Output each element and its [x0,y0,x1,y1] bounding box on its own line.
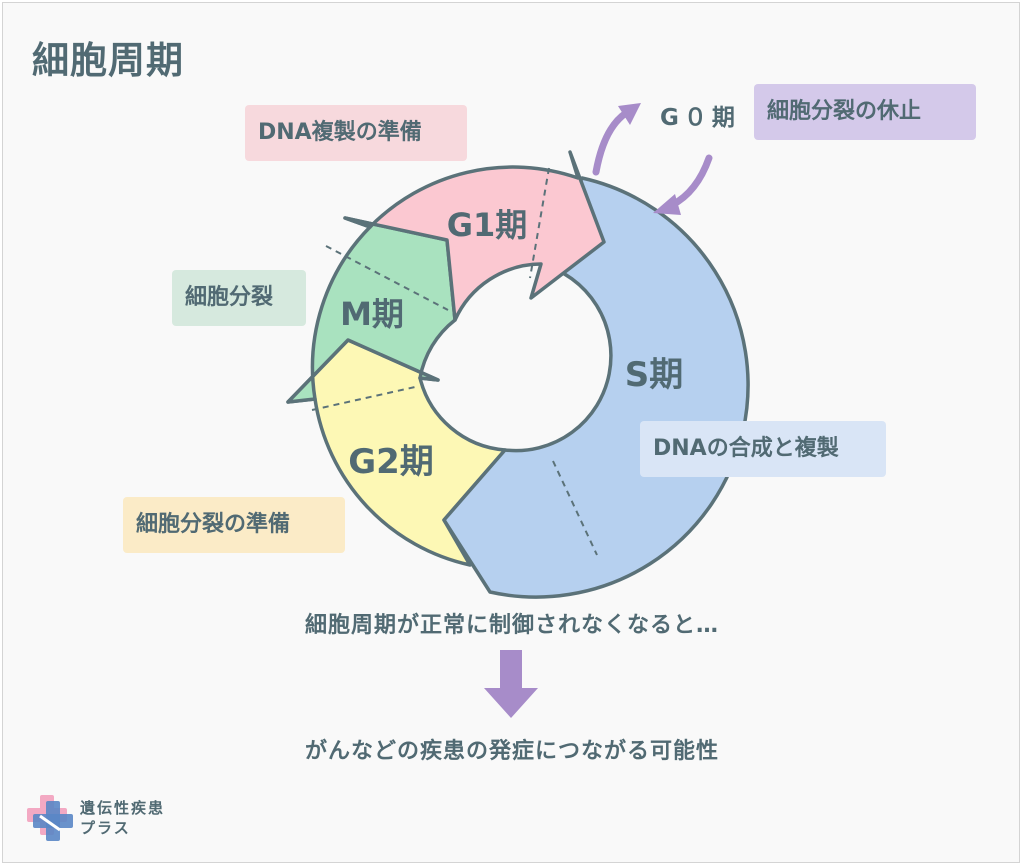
rest-tag: 細胞分裂の休止 [754,84,976,140]
g0-label: G０期 [660,105,740,131]
page-title: 細胞周期 [32,39,184,82]
s-segment [442,176,750,599]
logo-text-line2: プラス [80,819,131,837]
g0-return-arrowhead [653,194,681,215]
g1-label: G1期 [447,206,528,244]
g0-exit-arrow [592,109,630,176]
divider-g1-s [529,167,550,279]
mitosis-tag: 細胞分裂 [172,270,306,326]
logo-text-line1: 遺伝性疾患 [80,799,166,817]
g0-return-arrow [668,154,713,209]
s-label: S期 [625,355,684,395]
g2-label: G2期 [348,442,434,482]
dna-prep-tag: DNA複製の準備 [245,105,467,161]
logo-icon [27,795,73,841]
m-label: M期 [340,295,404,333]
consequence-text-1: 細胞周期が正常に制御されなくなると… [304,613,719,638]
g1-segment [343,150,606,322]
division-prep-tag: 細胞分裂の準備 [123,497,345,553]
consequence-text-2: がんなどの疾患の発症につながる可能性 [304,739,719,764]
g0-exit-arrowhead [618,103,641,125]
divider-m-g1 [325,245,449,311]
down-arrow-icon [484,650,538,718]
synthesis-tag: DNAの合成と複製 [640,421,886,477]
